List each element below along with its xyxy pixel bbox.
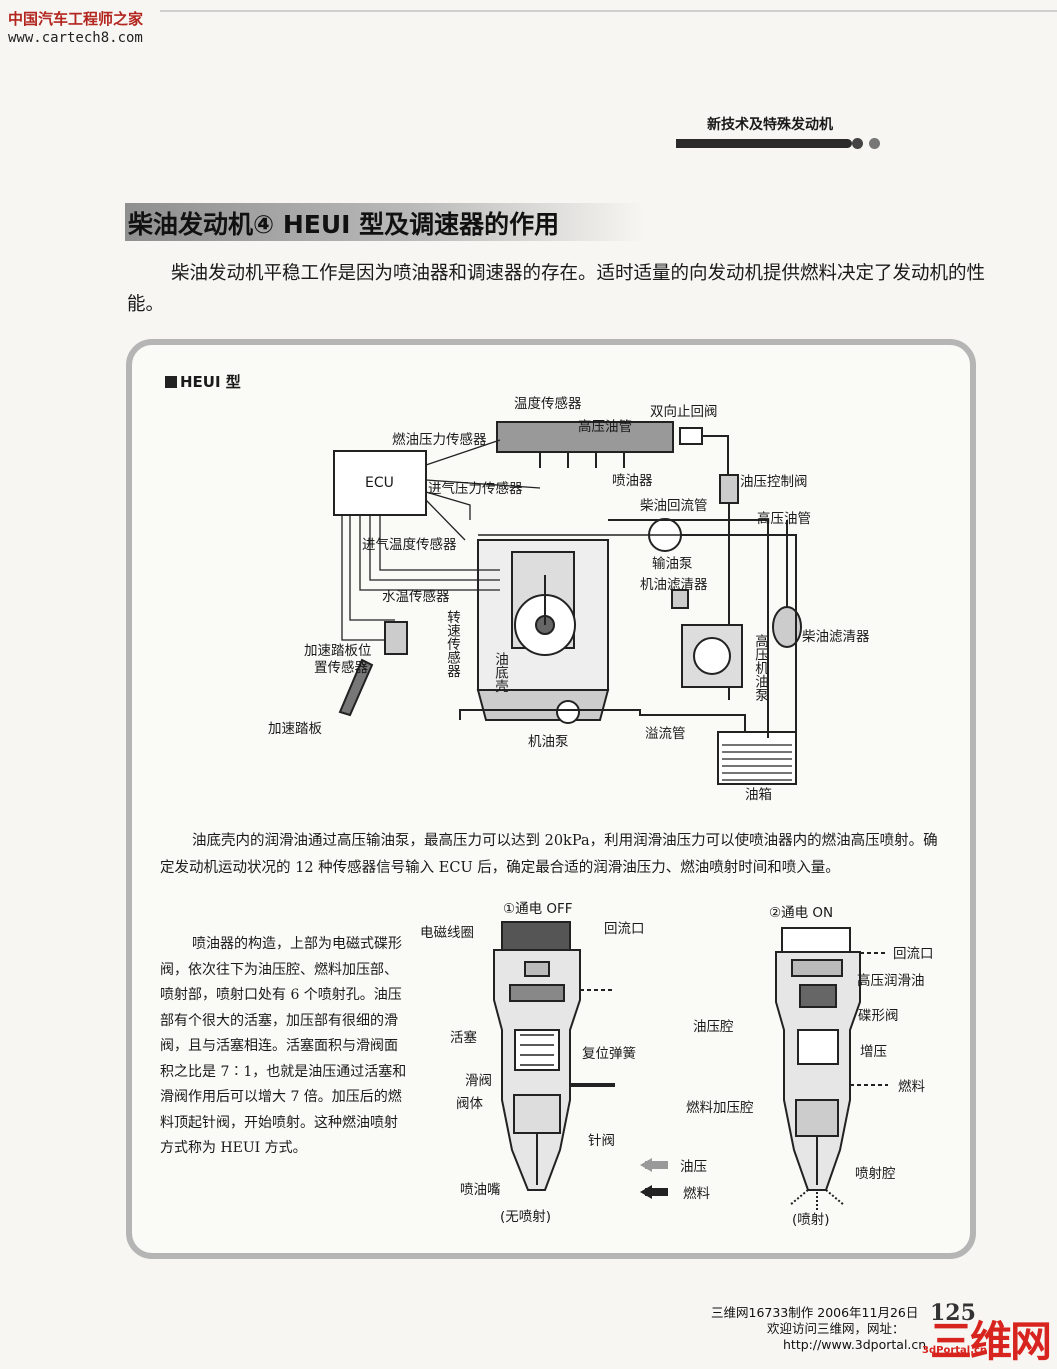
inj-off-body: 阀体 [456,1096,483,1112]
inj-on-return: 回流口 [893,946,934,962]
injector-on [775,927,888,1210]
inj-on-oil-chamber: 油压腔 [693,1019,734,1035]
label-hp-rail: 高压油管 [578,418,632,435]
hp-rail [496,421,674,453]
system-description: 油底壳内的润滑油通过高压输油泵，最高压力可以达到 20kPa，利用润滑油压力可以… [160,833,938,876]
label-speed-sensor: 转速传感器 [444,610,461,678]
label-oil-pan: 油底壳 [492,652,509,694]
vertical-labels: 转速传感器 油底壳 高压机油泵 [444,610,769,702]
credit-line-3: http://www.3dportal.cn [783,1337,927,1352]
label-overflow: 溢流管 [645,726,686,742]
label-oil-pump: 机油泵 [528,734,569,750]
label-temp-sensor: 温度传感器 [514,395,582,412]
label-transfer-pump: 输油泵 [652,556,693,572]
inj-off-piston: 活塞 [450,1029,477,1046]
label-hp-oil-pump: 高压机油泵 [752,633,769,702]
label-pressure-ctrl-valve: 油压控制阀 [740,474,808,490]
credit-line-1: 三维网16733制作 2006年11月26日 [711,1305,919,1320]
fuel-tank [717,731,797,785]
label-pedal: 加速踏板 [268,721,322,737]
label-tank: 油箱 [745,787,772,803]
site-logo: 三维网 [930,1317,1052,1366]
oil-filter [671,589,689,609]
legend [640,1158,668,1199]
page-title: 柴油发动机④ HEUI 型及调速器的作用 [128,210,560,239]
inj-off-coil: 电磁线圈 [420,925,474,941]
label-check-valve: 双向止回阀 [650,404,718,420]
label-water-temp: 水温传感器 [382,588,450,605]
label-pedal-sensor-1: 加速踏板位 [304,643,372,659]
injector-description: 喷油器的构造，上部为电磁式碟形阀，依次往下为油压腔、燃料加压部、喷射部，喷射口处… [160,936,407,1156]
label-pedal-sensor-2: 置传感器 [314,659,368,676]
inj-on-fuel: 燃料 [898,1078,926,1095]
section-bar [676,139,852,148]
top-rule [160,10,1057,12]
section-header: 新技术及特殊发动机 [707,117,833,133]
injector-off [493,921,615,1191]
label-ecu: ECU [365,475,394,491]
credit-block: 三维网16733制作 2006年11月26日 欢迎访问三维网，网址： http:… [711,1305,926,1353]
intro-paragraph: 柴油发动机平稳工作是因为喷油器和调速器的存在。适时适量的向发动机提供燃料决定了发… [127,263,986,315]
legend-oil: 油压 [680,1159,707,1175]
inj-on-boost: 增压 [860,1044,887,1060]
site-logo-url: 3dPortal.cn [922,1345,988,1356]
ecu-box [333,450,427,516]
label-oil-filter: 机油滤清器 [640,577,708,593]
inj-on-fuel-chamber: 燃料加压腔 [686,1099,754,1116]
label-injector: 喷油器 [612,473,653,489]
inj-off-plunger: 滑阀 [465,1073,492,1089]
inj-on-poppet: 碟形阀 [858,1008,899,1024]
inj-off-nozzle: 喷油嘴 [460,1182,501,1198]
label-fuel-pressure-sensor: 燃油压力传感器 [392,431,487,448]
inj-on-title: ②通电 ON [769,905,833,921]
oil-pump [556,700,580,724]
credit-line-2: 欢迎访问三维网，网址： [767,1321,905,1336]
inj-off-needle: 针阀 [588,1133,615,1149]
title-background [125,203,645,241]
inj-off-spring: 复位弹簧 [582,1045,636,1062]
inj-on-spray-chamber: 喷射腔 [855,1166,896,1182]
section-dot [869,138,880,149]
inj-off-return: 回流口 [604,921,645,937]
label-return-pipe: 柴油回流管 [640,498,708,514]
label-diesel-filter: 柴油滤清器 [802,629,870,645]
watermark-name: 中国汽车工程师之家 [8,10,144,28]
section-dot [852,138,863,149]
label-intake-temp: 进气温度传感器 [362,536,457,553]
inj-on-caption: (喷射) [792,1212,830,1228]
pedal-sensor [384,621,408,655]
inj-on-hp-oil: 高压润滑油 [857,972,925,989]
page-number: 125 [930,1300,976,1326]
watermark-url: www.cartech8.com [8,30,143,46]
inj-off-caption: (无喷射) [500,1209,551,1225]
label-boost-sensor: 进气压力传感器 [428,480,523,497]
inj-off-title: ①通电 OFF [503,901,573,917]
panel-heading: HEUI 型 [165,371,241,392]
legend-fuel: 燃料 [683,1185,711,1202]
accelerator-pedal [338,658,374,717]
label-hp-pipe: 高压油管 [757,510,811,527]
